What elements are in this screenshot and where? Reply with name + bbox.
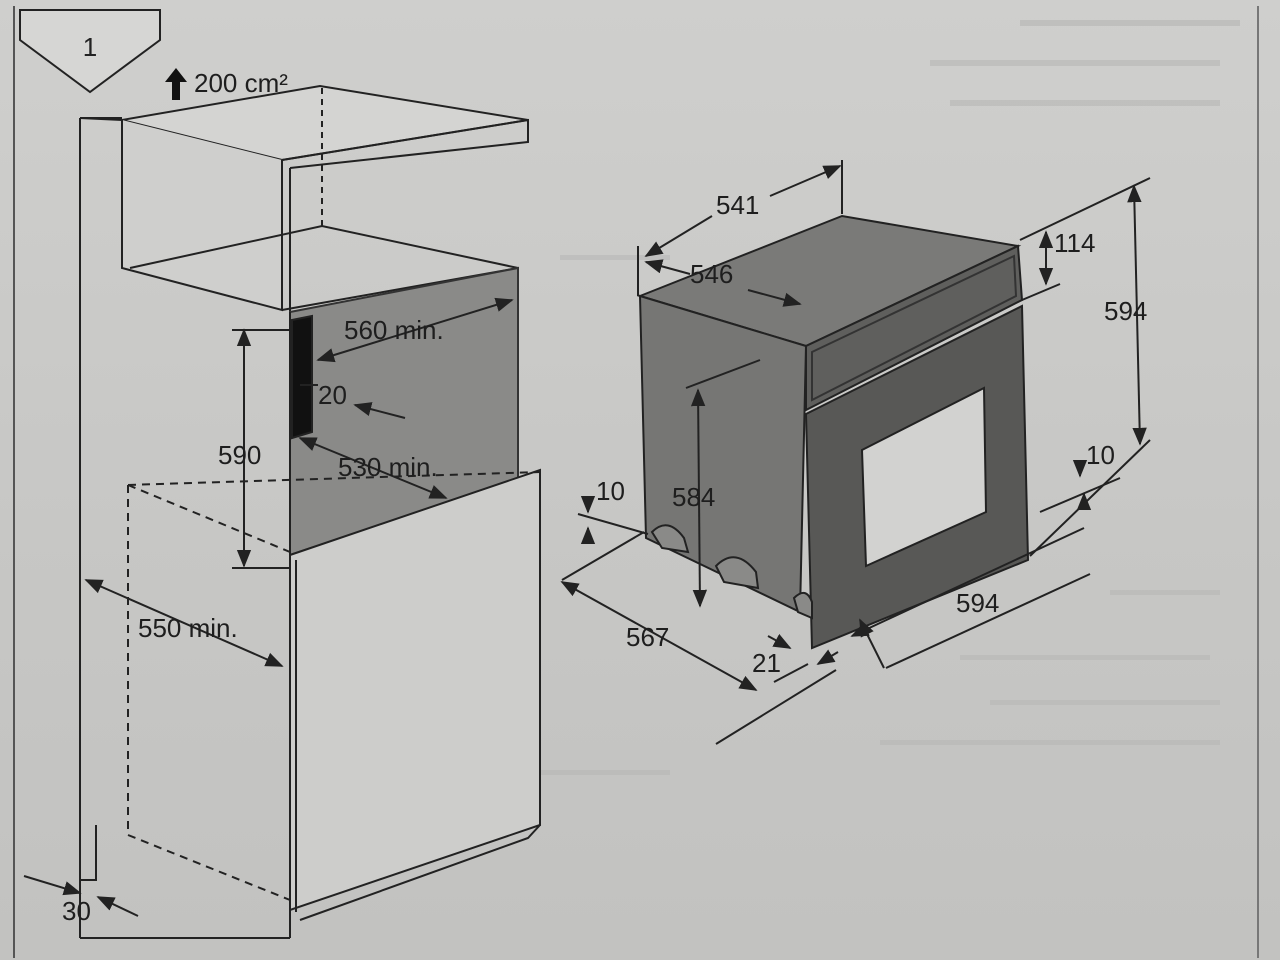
dim-side-depth: 546 [690, 259, 733, 289]
oven-dimension-lines [560, 160, 1151, 745]
show-through-text [520, 20, 1240, 775]
dim-base-depth: 567 [626, 622, 669, 652]
figure-badge: 1 [19, 9, 161, 94]
dim-panel-height: 114 [1054, 228, 1095, 258]
cabinet-dimension-lines [23, 297, 514, 917]
dim-foot-clear-left: 10 [596, 476, 625, 506]
dim-bottom-offset: 30 [62, 896, 91, 926]
dim-niche-width: 530 min. [338, 452, 438, 482]
dim-body-height: 584 [672, 482, 715, 512]
vent-indicator: 200 cm² [165, 68, 288, 100]
dim-front-width: 594 [956, 588, 999, 618]
dim-niche-depth: 560 min. [344, 315, 444, 345]
dim-top-depth: 541 [716, 190, 759, 220]
front-gap-strip [291, 314, 313, 440]
oven [636, 214, 1030, 650]
dim-niche-height: 590 [218, 440, 261, 470]
figure-number: 1 [83, 32, 97, 62]
oven-foot-1 [650, 524, 690, 554]
oven-foot-2 [714, 556, 760, 590]
vent-label: 200 cm² [194, 68, 288, 98]
dim-total-height: 594 [1104, 296, 1147, 326]
dim-foot-clear-right: 10 [1086, 440, 1115, 470]
oven-window [860, 386, 988, 568]
dim-cabinet-depth: 550 min. [138, 613, 238, 643]
oven-foot-3 [792, 591, 813, 620]
dim-door-depth: 21 [752, 648, 781, 678]
dim-front-gap: 20 [318, 380, 347, 410]
cabinet [79, 84, 541, 939]
